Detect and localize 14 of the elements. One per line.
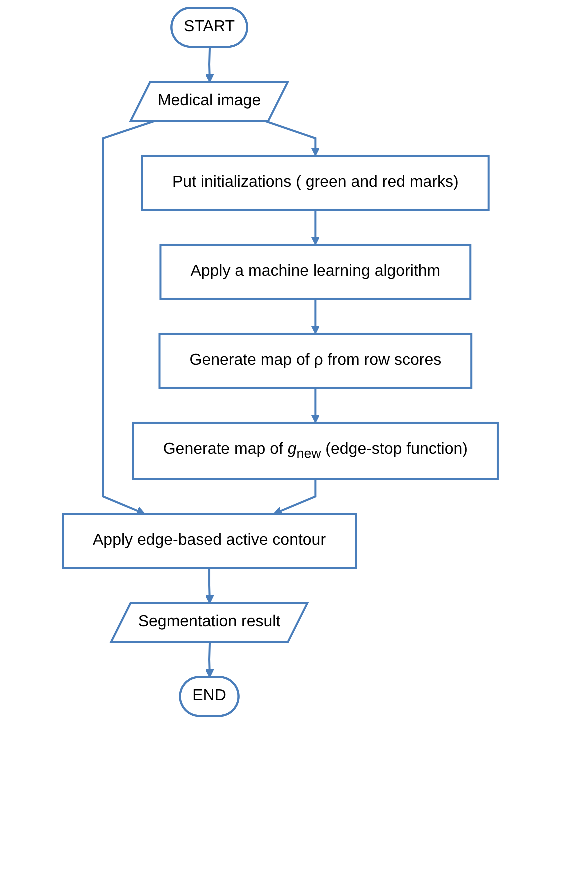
node-box: Apply edge-based active contour bbox=[62, 513, 358, 570]
node-box: Generate map of ρ from row scores bbox=[158, 333, 473, 389]
arrow bbox=[311, 210, 320, 246]
node-box: Generate map of g$_{new}$ (edge-stop function) bbox=[132, 422, 499, 480]
arrow bbox=[311, 299, 320, 334]
arrow bbox=[205, 642, 214, 678]
arrow bbox=[205, 47, 214, 83]
node-box: Put initializations ( green and red marks) bbox=[142, 155, 490, 211]
arrow bbox=[205, 568, 214, 604]
node-box: Apply a machine learning algorithm bbox=[160, 244, 472, 300]
arrow bbox=[274, 479, 317, 516]
arrow bbox=[311, 388, 320, 424]
arrow bbox=[266, 120, 320, 156]
arrow bbox=[102, 120, 154, 516]
